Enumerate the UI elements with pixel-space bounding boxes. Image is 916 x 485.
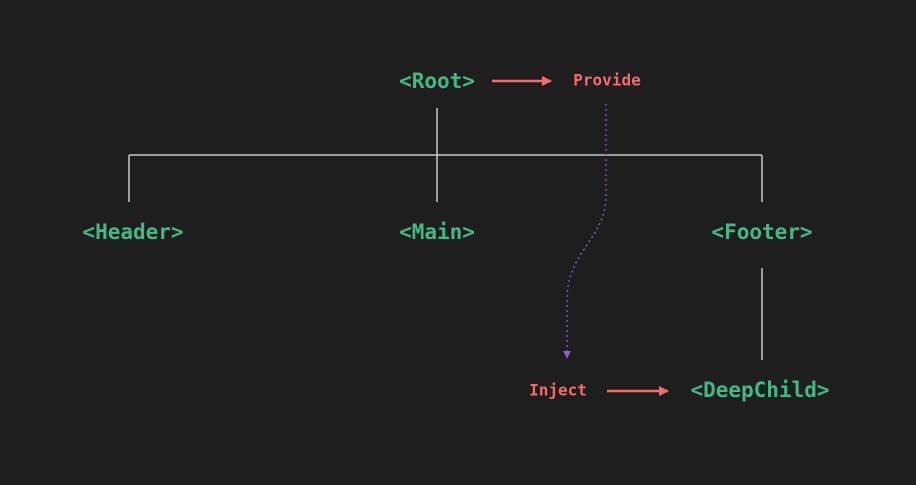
deep-child-node: <DeepChild>	[690, 378, 829, 402]
injection-path	[563, 104, 607, 359]
provide-label: Provide	[573, 71, 640, 90]
footer-node: <Footer>	[711, 220, 812, 244]
tree-connectors	[128, 108, 763, 360]
main-node: <Main>	[399, 220, 475, 244]
inject-label: Inject	[529, 381, 587, 400]
header-node: <Header>	[82, 220, 183, 244]
root-node: <Root>	[399, 69, 475, 93]
